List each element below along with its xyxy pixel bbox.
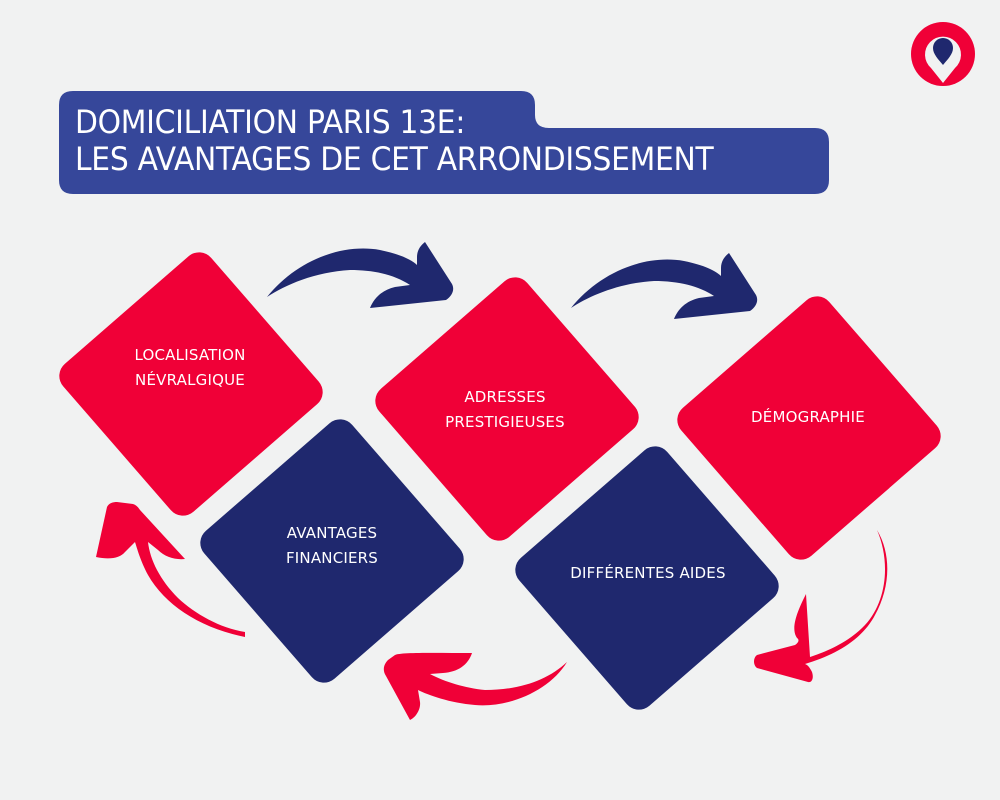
arrow-up-icon <box>96 502 245 637</box>
step-label-localisation: LOCALISATION NÉVRALGIQUE <box>80 343 300 393</box>
step-label-demographie: DÉMOGRAPHIE <box>698 405 918 430</box>
step-label-aides: DIFFÉRENTES AIDES <box>538 561 758 586</box>
arrow-left-icon <box>383 652 567 720</box>
arrow-down-left-icon <box>754 530 888 683</box>
step-label-line: DÉMOGRAPHIE <box>751 408 865 426</box>
location-pin-icon <box>911 22 975 86</box>
title-banner-shape <box>59 91 829 194</box>
step-label-adresses: ADRESSES PRESTIGIEUSES <box>395 385 615 435</box>
arrow-right-icon <box>571 253 758 319</box>
step-label-line: LOCALISATION <box>134 346 246 364</box>
title-line-1: DOMICILIATION PARIS 13E: <box>75 103 466 141</box>
title-banner: DOMICILIATION PARIS 13E: LES AVANTAGES D… <box>59 91 829 194</box>
step-label-line: FINANCIERS <box>285 549 379 567</box>
arrow-right-icon <box>267 242 454 308</box>
step-label-line: NÉVRALGIQUE <box>135 371 245 389</box>
step-label-line: PRESTIGIEUSES <box>445 413 565 431</box>
step-label-line: ADRESSES <box>464 388 546 406</box>
step-label-avantages: AVANTAGES FINANCIERS <box>222 521 442 571</box>
step-label-line: AVANTAGES <box>286 524 378 542</box>
title-line-2: LES AVANTAGES DE CET ARRONDISSEMENT <box>75 140 714 178</box>
page-title: DOMICILIATION PARIS 13E: LES AVANTAGES D… <box>75 103 714 178</box>
step-label-line: DIFFÉRENTES AIDES <box>570 564 726 582</box>
